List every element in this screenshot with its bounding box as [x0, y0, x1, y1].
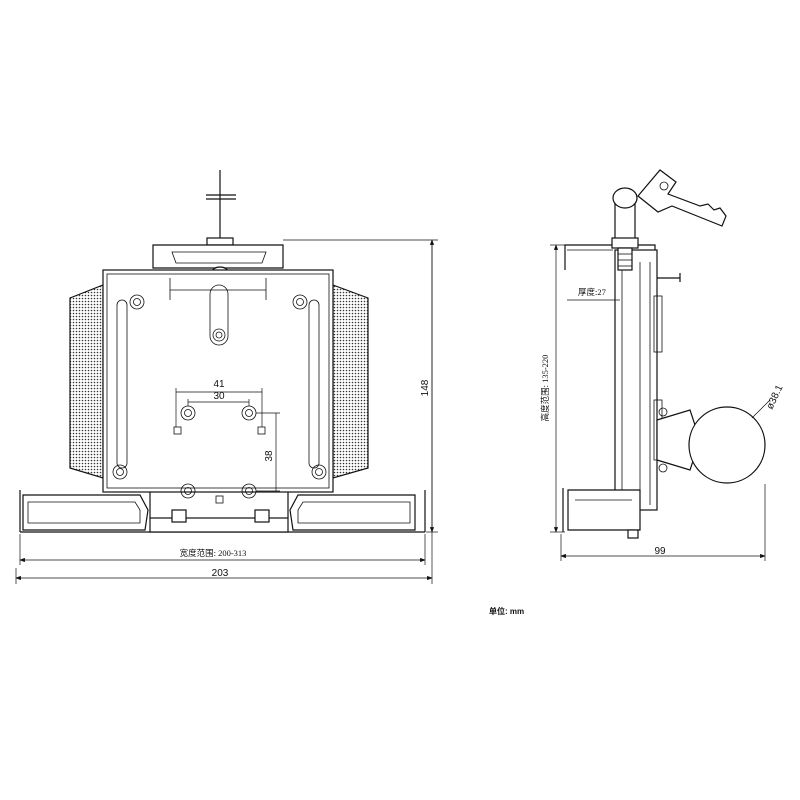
dimension-38: 38	[256, 412, 280, 492]
left-grip-pad	[69, 284, 104, 479]
dimension-width-range-label: 宽度范围: 200-313	[180, 548, 247, 558]
dimension-width-range: 宽度范围: 200-313	[19, 534, 426, 565]
mounting-holes	[173, 405, 266, 504]
top-lock-housing	[152, 170, 284, 278]
side-foot	[567, 489, 641, 531]
dimension-30: 30	[187, 391, 250, 406]
top-arm	[564, 244, 656, 270]
unit-note: 单位: mm	[489, 606, 524, 616]
dimension-41-label: 41	[213, 379, 225, 390]
dimension-thickness: 厚度:27	[567, 287, 620, 301]
dimension-148: 148	[283, 239, 438, 533]
front-view: 41 30 38	[15, 170, 438, 584]
left-slot	[116, 299, 128, 469]
ball-icon	[688, 406, 766, 484]
side-body	[614, 249, 658, 511]
dimension-99-label: 99	[654, 546, 666, 557]
dimension-203-label: 203	[212, 568, 229, 579]
ball-mount	[656, 406, 766, 484]
plate-screws	[112, 294, 327, 480]
side-view: 厚度:27 高度范围: 135-220 ø38.1 99	[540, 169, 786, 561]
bottom-feet	[19, 490, 426, 533]
key-icon	[637, 169, 727, 227]
center-slot	[209, 284, 229, 346]
dimension-30-label: 30	[213, 391, 225, 402]
dimension-height-range-label: 高度范围: 135-220	[540, 355, 550, 422]
dimension-ball-label: ø38.1	[765, 383, 786, 411]
dimension-ball: ø38.1	[751, 383, 786, 419]
dimension-148-label: 148	[420, 379, 431, 396]
dimension-thickness-label: 厚度:27	[578, 287, 606, 297]
dimension-99: 99	[560, 484, 766, 561]
dimension-height-range: 高度范围: 135-220	[540, 244, 565, 533]
right-grip-pad	[332, 284, 369, 479]
lock-cylinder	[611, 187, 639, 271]
dimension-38-label: 38	[264, 450, 275, 462]
dimension-41: 41	[175, 379, 263, 427]
right-slot	[308, 299, 320, 469]
